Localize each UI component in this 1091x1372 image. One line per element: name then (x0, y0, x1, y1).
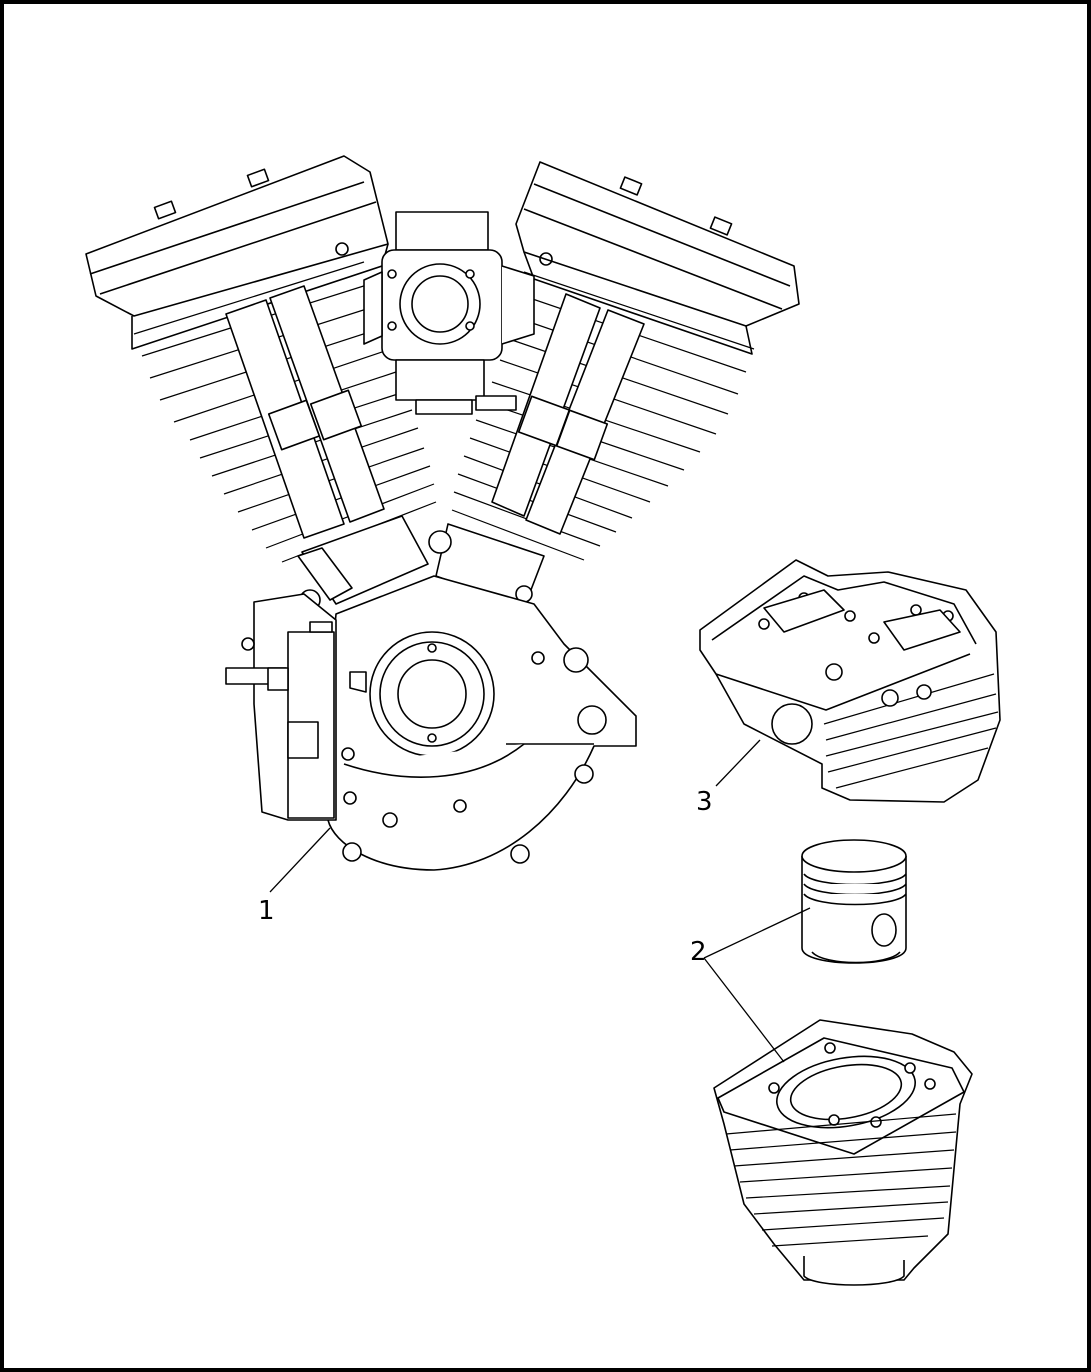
leader-lines (269, 739, 811, 1063)
callout-3-cylinder-head: 3 (696, 787, 713, 817)
exploded-parts-diagram (85, 155, 1001, 1286)
cylinder-bases (297, 515, 545, 611)
cylinder-head (699, 559, 1001, 803)
carburetor (363, 211, 535, 415)
gearcase-cover (225, 593, 337, 821)
right-rocker-cover (515, 161, 800, 355)
pushrod-tubes (225, 285, 645, 539)
callout-2-piston-cylinder: 2 (690, 937, 707, 967)
callout-1-engine: 1 (258, 896, 275, 926)
piston (801, 839, 907, 964)
engine-assembly (85, 155, 800, 871)
cylinder (713, 1019, 973, 1286)
crankcase (327, 575, 637, 871)
